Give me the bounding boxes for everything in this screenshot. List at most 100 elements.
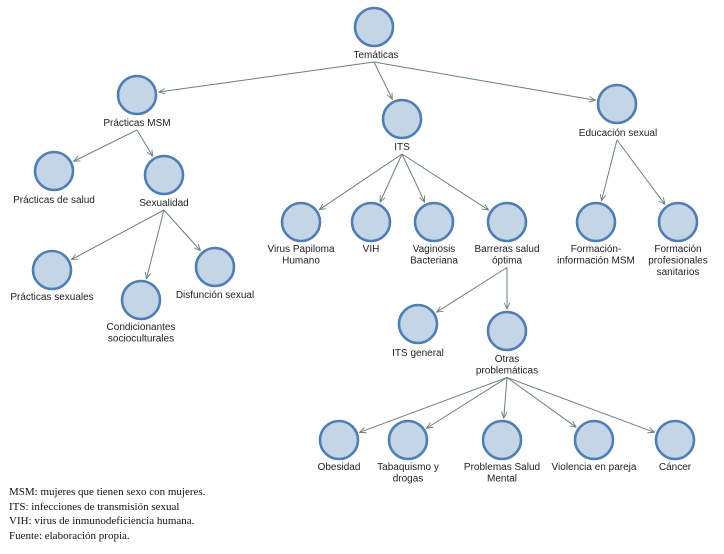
- node-label-line: Obesidad: [318, 462, 361, 473]
- edge-otras-to-tabaquismo: [427, 377, 508, 429]
- node-label-line: Formación: [654, 244, 701, 255]
- node-practicas-sexuales: Prácticas sexuales: [10, 249, 94, 303]
- node-label-line: Vaginosis: [413, 244, 456, 255]
- node-circle-tabaquismo: [387, 419, 429, 461]
- node-violencia: Violencia en pareja: [552, 419, 637, 473]
- node-label-line: Bacteriana: [410, 256, 458, 267]
- node-label-line: Prácticas MSM: [103, 118, 170, 129]
- node-label-line: Humano: [282, 256, 320, 267]
- node-label-line: Formación-: [571, 244, 622, 255]
- node-label-line: Barreras salud: [474, 244, 539, 255]
- node-circle-cancer: [654, 419, 696, 461]
- node-label-line: Sexualidad: [139, 198, 188, 209]
- edge-its-to-vph: [319, 153, 403, 210]
- node-circle-practicas-salud: [33, 150, 75, 192]
- node-label-violencia: Violencia en pareja: [552, 462, 637, 473]
- node-label-disfuncion-sexual: Disfunción sexual: [176, 290, 254, 301]
- edge-tematicas-to-practicas-msm: [159, 61, 375, 92]
- node-label-tematicas: Temáticas: [353, 50, 398, 61]
- edge-tematicas-to-educacion-sexual: [373, 61, 595, 100]
- node-label-line: drogas: [393, 474, 424, 485]
- node-circle-barreras: [486, 201, 528, 243]
- node-vih: VIH: [350, 201, 392, 255]
- node-label-sexualidad: Sexualidad: [139, 198, 188, 209]
- node-circle-formacion-msm: [575, 201, 617, 243]
- edge-practicas-msm-to-practicas-salud: [74, 129, 138, 161]
- node-label-line: Educación sexual: [579, 128, 657, 139]
- node-circle-its-general: [397, 303, 439, 345]
- node-circle-practicas-msm: [116, 74, 158, 116]
- edge-otras-to-violencia: [506, 377, 576, 428]
- node-circle-salud-mental: [481, 419, 523, 461]
- node-label-line: óptima: [492, 256, 522, 267]
- footnote-msm: MSM: mujeres que tienen sexo con mujeres…: [9, 486, 206, 498]
- node-label-line: socioculturales: [108, 334, 174, 345]
- node-obesidad: Obesidad: [318, 419, 361, 473]
- edges-layer: [71, 61, 665, 433]
- footnote-vih: VIH: virus de inmunodeficiencia humana.: [9, 515, 195, 527]
- node-circle-violencia: [573, 419, 615, 461]
- node-label-line: Violencia en pareja: [552, 462, 637, 473]
- node-circle-educacion-sexual: [596, 83, 638, 125]
- node-label-obesidad: Obesidad: [318, 462, 361, 473]
- node-tematicas: Temáticas: [353, 6, 399, 61]
- node-label-practicas-sexuales: Prácticas sexuales: [10, 292, 93, 303]
- node-label-line: sanitarios: [657, 267, 700, 278]
- edge-otras-to-obesidad: [360, 377, 508, 433]
- edge-otras-to-cancer: [506, 377, 654, 433]
- node-its: ITS: [381, 98, 423, 153]
- node-circle-otras: [486, 310, 528, 352]
- node-label-line: ITS: [394, 142, 410, 153]
- node-label-line: Prácticas de salud: [13, 195, 95, 206]
- node-label-line: Disfunción sexual: [176, 290, 254, 301]
- node-circle-condicionantes: [120, 279, 162, 321]
- node-practicas-salud: Prácticas de salud: [13, 150, 95, 206]
- footnotes: MSM: mujeres que tienen sexo con mujeres…: [9, 485, 205, 543]
- node-label-line: información MSM: [557, 256, 635, 267]
- edge-tematicas-to-its: [373, 61, 392, 99]
- node-cancer: Cáncer: [654, 419, 696, 473]
- edge-otras-to-salud-mental: [504, 377, 508, 419]
- node-label-line: Temáticas: [353, 50, 398, 61]
- node-label-formacion-msm: Formación-información MSM: [557, 244, 635, 267]
- node-circle-disfuncion-sexual: [194, 246, 236, 288]
- node-practicas-msm: Prácticas MSM: [103, 74, 171, 129]
- node-label-line: Prácticas sexuales: [10, 292, 93, 303]
- node-circle-vih: [350, 201, 392, 243]
- node-circle-formacion-prof: [657, 201, 699, 243]
- node-label-its-general: ITS general: [392, 348, 444, 359]
- edge-sexualidad-to-practicas-sexuales: [71, 209, 165, 260]
- node-label-line: Problemas Salud: [464, 462, 540, 473]
- node-label-line: ITS general: [392, 348, 444, 359]
- node-circle-vaginosis: [413, 201, 455, 243]
- node-its-general: ITS general: [392, 303, 444, 359]
- node-label-line: problemáticas: [476, 366, 538, 377]
- edge-educacion-sexual-to-formacion-prof: [616, 139, 665, 204]
- footnote-its: ITS: infecciones de transmisión sexual: [9, 500, 180, 513]
- edge-its-to-vih: [380, 153, 403, 202]
- node-circle-tematicas: [353, 6, 395, 48]
- node-sexualidad: Sexualidad: [139, 154, 189, 209]
- node-label-its: ITS: [394, 142, 410, 153]
- node-label-line: Condicionantes: [107, 322, 176, 333]
- node-circle-sexualidad: [143, 154, 185, 196]
- node-label-line: Otras: [495, 354, 519, 365]
- node-circle-its: [381, 98, 423, 140]
- node-disfuncion-sexual: Disfunción sexual: [176, 246, 254, 301]
- edge-its-to-barreras: [401, 153, 489, 210]
- node-label-line: Cáncer: [659, 462, 692, 473]
